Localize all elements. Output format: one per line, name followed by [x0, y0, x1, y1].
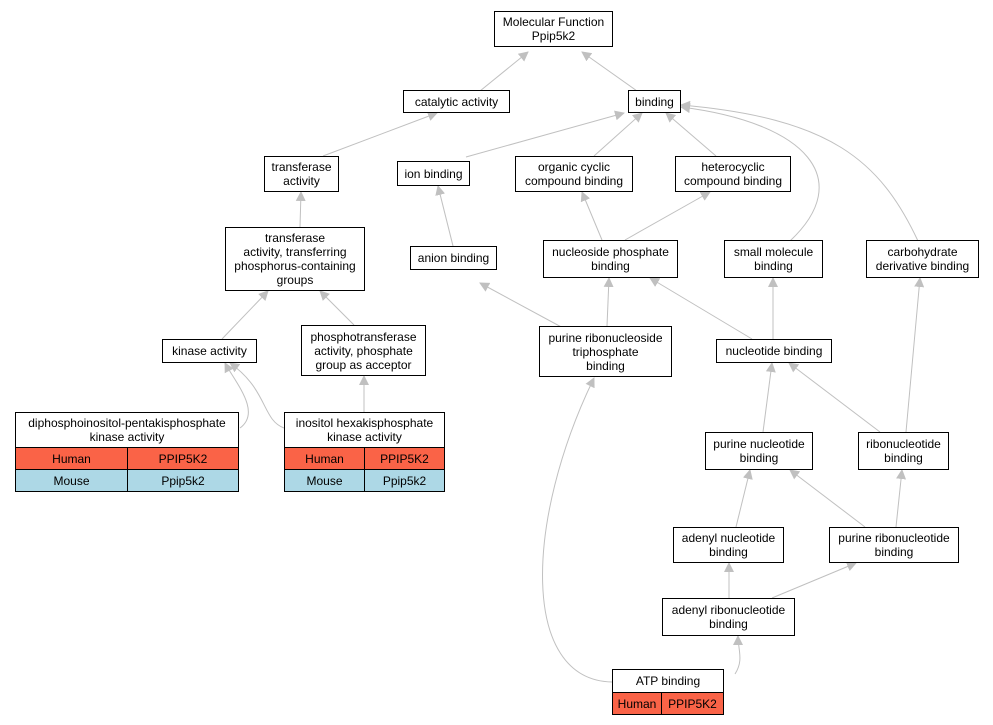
edge-adenylnuc-purinenuc	[735, 469, 753, 528]
node-adenyl-nucleotide-binding[interactable]: adenyl nucleotide binding	[673, 527, 784, 563]
node-kinase-activity[interactable]: kinase activity	[162, 339, 257, 363]
node-nucleotide-binding[interactable]: nucleotide binding	[716, 339, 832, 363]
node-nucleoside-phosphate-binding[interactable]: nucleoside phosphate binding	[543, 240, 678, 278]
node-molecular-function[interactable]: Molecular Function Ppip5k2	[494, 11, 613, 47]
edge-binding-root	[581, 51, 638, 92]
node-catalytic-activity[interactable]: catalytic activity	[403, 90, 510, 113]
edge-transferphos-transferase	[295, 191, 306, 228]
table-row: Mouse Ppip5k2	[15, 470, 239, 492]
edge-smallmol-binding	[680, 103, 820, 242]
edge-atp-prnt	[542, 377, 613, 683]
edge-adenylribonuc-purineribonuc	[771, 561, 857, 599]
species-cell: Mouse	[15, 470, 128, 492]
species-cell: Human	[15, 448, 128, 470]
edge-purineribonuc-purinenuc	[789, 469, 866, 528]
edge-purinenuc-nucleotide	[762, 362, 776, 433]
edge-heterocyclic-binding	[665, 112, 717, 157]
edge-inositol-kinase	[229, 362, 285, 429]
node-binding[interactable]: binding	[628, 90, 681, 113]
table-caption: inositol hexakisphosphate kinase activit…	[284, 412, 445, 448]
edge-ribonuc-carbo	[905, 277, 925, 433]
edge-purineribonuc-ribonuc	[895, 469, 907, 528]
edge-prnt-anion	[479, 282, 566, 330]
edge-ion-binding	[465, 110, 625, 158]
edge-catalytic-root	[479, 51, 529, 92]
species-cell: Human	[284, 448, 365, 470]
gene-cell: Ppip5k2	[128, 470, 239, 492]
table-caption: diphosphoinositol-pentakisphosphate kina…	[15, 412, 239, 448]
node-purine-nucleotide-binding[interactable]: purine nucleotide binding	[705, 432, 813, 470]
edge-nucphos-heterocyclic	[624, 191, 711, 241]
edge-ribonuc-nucleotide	[788, 362, 881, 433]
table-row: Mouse Ppip5k2	[284, 470, 445, 492]
node-anion-binding[interactable]: anion binding	[410, 246, 497, 270]
gene-cell: Ppip5k2	[365, 470, 445, 492]
edge-organic-binding	[593, 112, 643, 157]
node-carbohydrate-derivative-binding[interactable]: carbohydrate derivative binding	[866, 240, 979, 278]
node-purine-ribonucleotide-binding[interactable]: purine ribonucleotide binding	[829, 527, 959, 563]
table-row: Human PPIP5K2	[284, 448, 445, 470]
node-ribonucleotide-binding[interactable]: ribonucleotide binding	[858, 432, 949, 470]
species-cell: Human	[612, 693, 662, 715]
gene-cell: PPIP5K2	[128, 448, 239, 470]
edge-nucleotide-nucphos	[649, 277, 753, 340]
edge-diphos-kinase	[224, 362, 249, 429]
edge-phosphotransferase-transferphos	[319, 290, 355, 326]
node-ion-binding[interactable]: ion binding	[397, 161, 470, 186]
edge-prnt-nucphos	[603, 277, 614, 327]
node-adenyl-ribonucleotide-binding[interactable]: adenyl ribonucleotide binding	[662, 598, 795, 636]
node-heterocyclic-compound-binding[interactable]: heterocyclic compound binding	[675, 156, 791, 192]
edge-kinase-transferphos	[221, 290, 269, 340]
edge-anion-ion	[435, 185, 454, 247]
node-small-molecule-binding[interactable]: small molecule binding	[724, 240, 823, 278]
table-row: Human PPIP5K2	[15, 448, 239, 470]
edge-atp-adenylribonuc	[733, 635, 744, 675]
edge-transferase-catalytic	[322, 111, 438, 157]
gene-cell: PPIP5K2	[365, 448, 445, 470]
table-caption: ATP binding	[612, 669, 724, 693]
gene-cell: PPIP5K2	[662, 693, 724, 715]
node-phosphotransferase-activity[interactable]: phosphotransferase activity, phosphate g…	[301, 325, 426, 376]
edge-carbo-binding	[680, 100, 919, 242]
node-transferase-transferring-phosphorus[interactable]: transferase activity, transferring phosp…	[225, 227, 365, 291]
node-purine-ribonucleoside-triphosphate-binding[interactable]: purine ribonucleoside triphosphate bindi…	[539, 326, 672, 377]
species-cell: Mouse	[284, 470, 365, 492]
node-transferase-activity[interactable]: transferase activity	[264, 156, 339, 192]
table-row: Human PPIP5K2	[612, 693, 724, 715]
node-organic-cyclic-compound-binding[interactable]: organic cyclic compound binding	[515, 156, 633, 192]
table-inositol-hexakisphosphate-kinase[interactable]: inositol hexakisphosphate kinase activit…	[284, 412, 445, 492]
edge-nucphos-organic	[580, 191, 603, 241]
table-diphosphoinositol-kinase[interactable]: diphosphoinositol-pentakisphosphate kina…	[15, 412, 239, 492]
table-atp-binding[interactable]: ATP binding Human PPIP5K2	[612, 669, 724, 715]
